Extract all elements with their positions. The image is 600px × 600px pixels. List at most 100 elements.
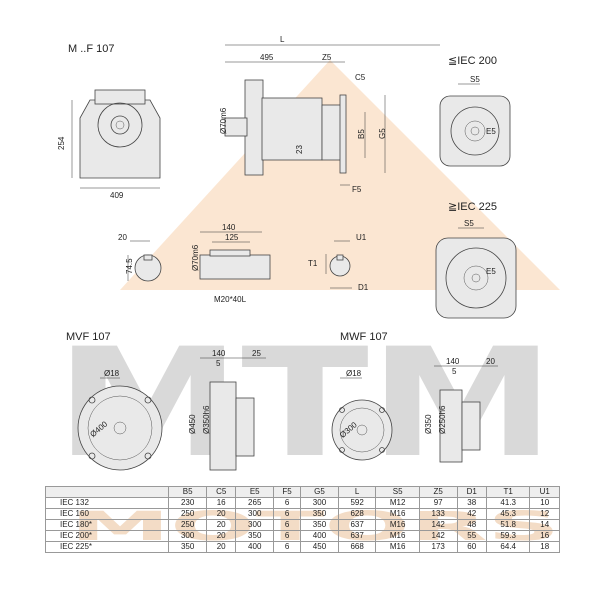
table-header-row: B5 C5 E5 F5 G5 L S5 Z5 D1 T1 U1 [44, 486, 560, 498]
table-header: E5 [235, 486, 275, 498]
table-cell: 42 [456, 508, 487, 520]
table-cell: 48 [456, 519, 487, 531]
shaft-dim-125: 125 [225, 233, 239, 242]
table-cell: 20 [205, 508, 237, 520]
flange-iec225: S5 E5 [435, 219, 517, 319]
table-cell: 14 [529, 519, 560, 531]
table-cell: 250 [168, 508, 207, 520]
table-cell: 18 [529, 541, 560, 553]
table-cell: 400 [300, 530, 339, 542]
watermark-triangle [120, 60, 560, 290]
table-cell: 400 [235, 541, 275, 553]
table-cell: 45.3 [485, 508, 531, 520]
table-header: D1 [456, 486, 487, 498]
table-row: IEC 225* 350 20 400 6 450 668 M16 173 60… [44, 541, 560, 553]
shaft-dim-745: 74.5 [125, 258, 134, 274]
table-row: IEC 160 250 20 300 6 350 628 M16 133 42 … [44, 508, 560, 520]
table-header [44, 486, 170, 498]
table-cell: 250 [168, 519, 207, 531]
table-cell: 20 [205, 519, 237, 531]
dim-L: L [280, 35, 285, 44]
table-row: IEC 200* 300 20 350 6 400 637 M16 142 55… [44, 530, 560, 542]
table-header: T1 [485, 486, 531, 498]
shaft-end-view: 20 74.5 [118, 233, 162, 282]
gearbox-side-view: L 495 Z5 C5 B5 G5 F5 Ø70m6 23 [219, 35, 440, 194]
table-cell: IEC 132 [44, 497, 170, 509]
shaft-T1: T1 [308, 259, 318, 268]
mwf-d18: Ø18 [346, 369, 362, 378]
dim-F5: F5 [352, 185, 362, 194]
table-row: IEC 180* 250 20 300 6 350 637 M16 142 48… [44, 519, 560, 531]
table-cell: 6 [273, 541, 302, 553]
table-cell: 592 [337, 497, 377, 509]
table-cell: 637 [337, 519, 377, 531]
dimension-table: B5 C5 E5 F5 G5 L S5 Z5 D1 T1 U1 IEC 132 … [44, 486, 560, 553]
mvf-d350: Ø350h6 [202, 405, 211, 434]
table-cell: M12 [375, 497, 420, 509]
title-iec225: ≧IEC 225 [448, 201, 497, 213]
table-cell: 350 [168, 541, 207, 553]
dim-C5: C5 [355, 73, 366, 82]
table-cell: 142 [418, 519, 458, 531]
table-cell: 20 [205, 541, 237, 553]
table-header: B5 [168, 486, 207, 498]
title-mwf107: MWF 107 [340, 331, 388, 343]
mvf-d18: Ø18 [104, 369, 120, 378]
table-cell: 628 [337, 508, 377, 520]
dim-shaft-70: Ø70m6 [219, 107, 228, 134]
dim-B5: B5 [357, 129, 366, 139]
shaft-thread: M20*40L [214, 295, 247, 304]
table-cell: 41.3 [485, 497, 531, 509]
table-cell: 6 [273, 530, 302, 542]
table-header: Z5 [418, 486, 458, 498]
dim-Z5: Z5 [322, 53, 332, 62]
table-cell: 55 [456, 530, 487, 542]
table-cell: 16 [529, 530, 560, 542]
table-cell: 300 [235, 508, 275, 520]
mwf107-view: Ø18 Ø300 140 5 20 Ø350 Ø250h6 [331, 357, 498, 463]
shaft-side-view: 140 125 Ø70m6 M20*40L [191, 223, 271, 304]
shaft-dim-20: 20 [118, 233, 127, 242]
dim-23: 23 [295, 145, 304, 154]
table-cell: 6 [273, 508, 302, 520]
title-iec200: ≦IEC 200 [448, 55, 497, 67]
table-cell: 133 [418, 508, 458, 520]
table-cell: 16 [205, 497, 237, 509]
table-header: C5 [205, 486, 237, 498]
table-cell: 265 [235, 497, 275, 509]
mvf-d450: Ø450 [188, 414, 197, 434]
iec225-S5: S5 [464, 219, 474, 228]
iec225-E5: E5 [486, 267, 496, 276]
table-header: L [337, 486, 377, 498]
table-cell: 51.8 [485, 519, 531, 531]
table-cell: 350 [235, 530, 275, 542]
table-row: IEC 132 230 16 265 6 300 592 M12 97 38 4… [44, 497, 560, 509]
table-cell: M16 [375, 508, 420, 520]
iec200-S5: S5 [470, 75, 480, 84]
table-cell: 300 [235, 519, 275, 531]
title-mvf107: MVF 107 [66, 331, 111, 343]
mwf-d250: Ø250h6 [438, 405, 447, 434]
table-cell: 6 [273, 497, 302, 509]
table-cell: 350 [300, 508, 339, 520]
table-header: F5 [273, 486, 302, 498]
table-cell: 97 [418, 497, 458, 509]
shaft-U1: U1 [356, 233, 367, 242]
table-header: G5 [300, 486, 339, 498]
table-cell: IEC 225* [44, 541, 170, 553]
title-mf107: M ..F 107 [68, 43, 114, 55]
table-cell: 12 [529, 508, 560, 520]
mvf-d140: 140 [212, 349, 226, 358]
table-cell: 10 [529, 497, 560, 509]
mvf-d25: 25 [252, 349, 261, 358]
table-cell: IEC 180* [44, 519, 170, 531]
mwf-d140: 140 [446, 357, 460, 366]
dim-495: 495 [260, 53, 274, 62]
iec200-E5: E5 [486, 127, 496, 136]
table-cell: M16 [375, 519, 420, 531]
shaft-D1: D1 [358, 283, 369, 292]
table-cell: 59.3 [485, 530, 531, 542]
table-cell: 668 [337, 541, 377, 553]
table-cell: 6 [273, 519, 302, 531]
table-cell: 300 [300, 497, 339, 509]
